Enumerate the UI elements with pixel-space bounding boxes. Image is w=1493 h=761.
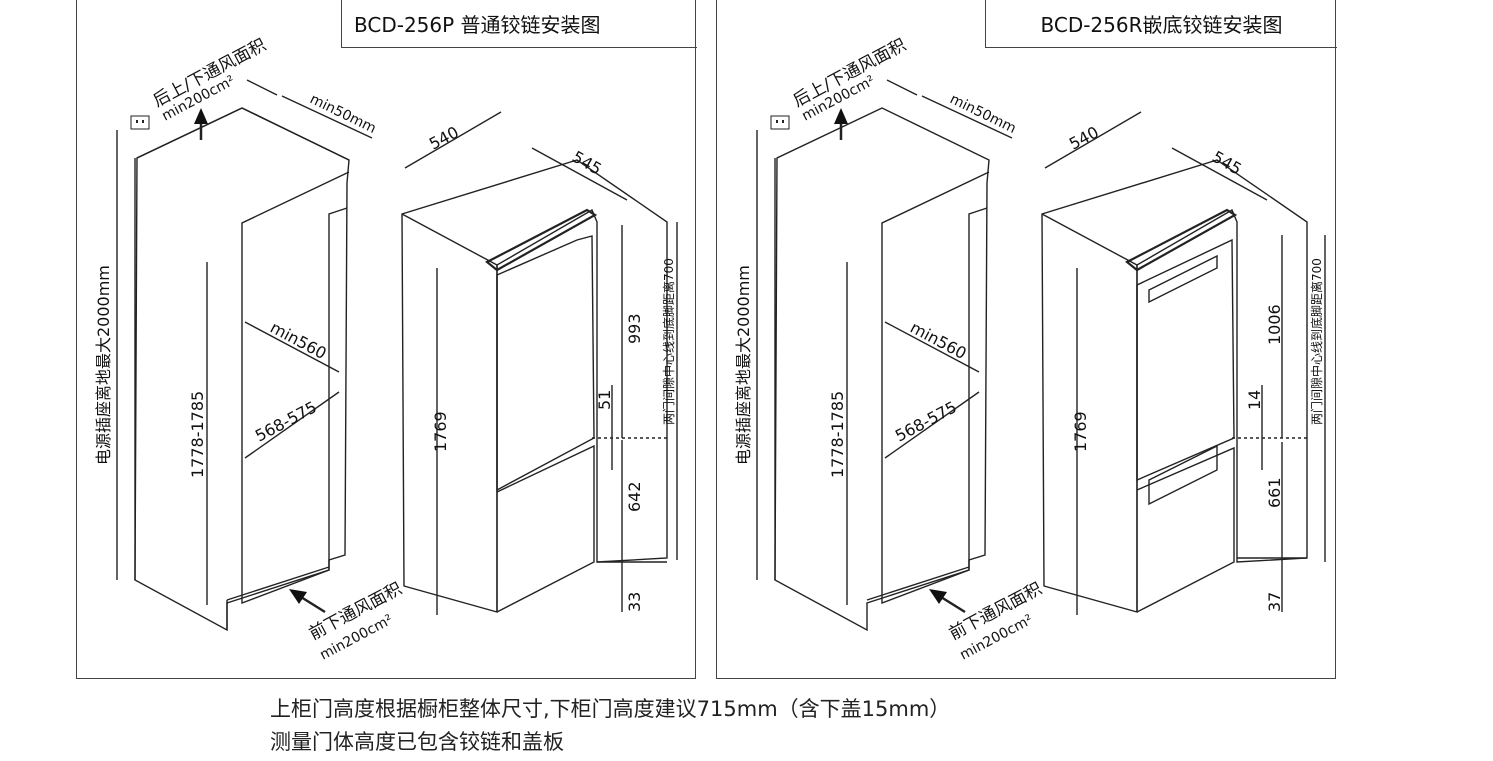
socket-height-label: 电源插座离地最大2000mm <box>94 265 113 465</box>
cabinet-front-frame <box>881 207 988 605</box>
upper-door <box>496 235 595 492</box>
lower-door <box>496 444 595 613</box>
cabinet-front-frame <box>241 207 348 605</box>
note-measurement: 测量门体高度已包含铰链和盖板 <box>270 730 564 754</box>
installation-panel-bcd-256p: BCD-256P 普通铰链安装图 <box>76 0 697 679</box>
note-door-height: 上柜门高度根据橱柜整体尺寸,下柜门高度建议715mm（含下盖15mm） <box>270 697 951 721</box>
fridge-outline <box>401 159 668 613</box>
fridge-depth-label: 545 <box>569 147 605 179</box>
foot-height-label: 37 <box>1265 592 1284 612</box>
power-socket-icon <box>130 115 150 130</box>
lower-hinge-plate <box>1148 444 1218 506</box>
gap-to-foot-note: 两门间隙中心线到底脚距离700 <box>661 258 676 425</box>
fridge-width-label: 540 <box>1066 122 1102 153</box>
niche-depth-label: min560 <box>267 318 330 363</box>
installation-panel-bcd-256r: BCD-256R嵌底铰链安装图 <box>716 0 1337 679</box>
fridge-depth-label: 545 <box>1209 147 1245 179</box>
lower-door <box>1136 446 1235 613</box>
niche-width-label: 568-575 <box>252 397 320 445</box>
niche-depth-label: min560 <box>907 318 970 363</box>
gap-to-foot-note: 两门间隙中心线到底脚距离700 <box>1309 258 1324 425</box>
panel-title: BCD-256R嵌底铰链安装图 <box>985 0 1337 48</box>
power-socket-icon <box>770 115 790 130</box>
fridge-height-label: 1769 <box>1071 411 1090 452</box>
hinge-bar <box>1124 208 1238 272</box>
installation-drawing: 后上/下通风面积 min200cm² min50mm 电源插座离地最大2000m… <box>734 35 1326 664</box>
panel-title: BCD-256P 普通铰链安装图 <box>341 0 697 48</box>
socket-height-label: 电源插座离地最大2000mm <box>734 265 753 465</box>
lower-door-label: 642 <box>625 481 644 512</box>
fridge-height-label: 1769 <box>431 411 450 452</box>
door-gap-label: 14 <box>1245 390 1264 410</box>
niche-height-label: 1778-1785 <box>188 391 207 478</box>
niche-height-label: 1778-1785 <box>828 391 847 478</box>
lower-door-label: 661 <box>1265 477 1284 508</box>
hinge-bar <box>484 208 598 272</box>
foot-height-label: 33 <box>625 592 644 612</box>
niche-width-label: 568-575 <box>892 397 960 445</box>
rear-gap-label: min50mm <box>307 91 378 137</box>
upper-hinge-plate <box>1148 254 1218 304</box>
upper-door-label: 1006 <box>1265 304 1284 345</box>
upper-door-label: 993 <box>625 313 644 344</box>
rear-gap-label: min50mm <box>947 91 1018 137</box>
door-gap-label: 51 <box>595 390 614 410</box>
fridge-outline <box>1041 159 1308 613</box>
upper-door <box>1136 238 1235 482</box>
installation-drawing: 后上/下通风面积 min200cm² min50mm 电源插座离地最大2000m… <box>94 35 678 664</box>
fridge-width-label: 540 <box>426 122 462 153</box>
